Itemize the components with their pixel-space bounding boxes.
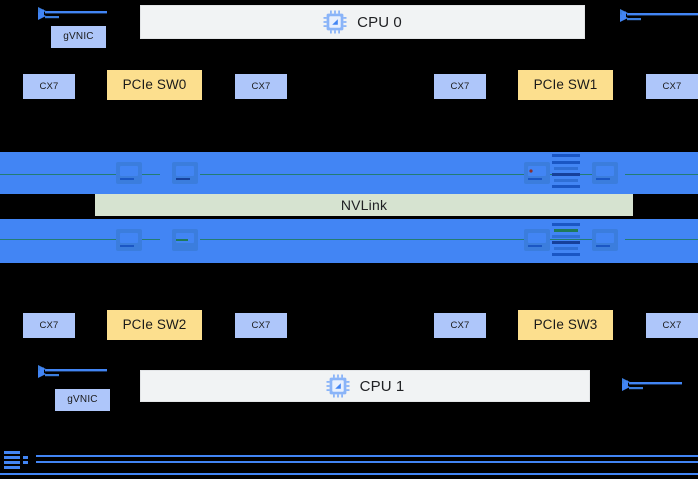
nic-link-icon <box>38 5 108 21</box>
gpu-band-upper <box>0 152 698 194</box>
cx7-box-0[interactable]: CX7 <box>23 74 75 99</box>
gvnic-label-top: gVNIC <box>63 31 94 42</box>
network-fabric-line-2 <box>36 461 698 463</box>
cx7-box-3[interactable]: CX7 <box>646 74 698 99</box>
pcie-sw1-box[interactable]: PCIe SW1 <box>518 70 613 100</box>
gvnic-label-bottom: gVNIC <box>67 394 98 405</box>
cpu0-box[interactable]: CPU 0 <box>140 5 585 39</box>
gpu-stack-icon <box>548 152 584 194</box>
pcie-sw0-label: PCIe SW0 <box>122 77 187 93</box>
network-fabric-line-3 <box>0 473 698 475</box>
cx7-label-1: CX7 <box>251 80 271 92</box>
gpu-icon-0 <box>112 156 146 190</box>
nic-link-icon-bottom-right <box>622 378 682 394</box>
cx7-label-5: CX7 <box>251 319 271 331</box>
cx7-label-2: CX7 <box>450 80 470 92</box>
gpu-icon-1 <box>168 156 202 190</box>
gvnic-box-top[interactable]: gVNIC <box>51 26 106 48</box>
cpu0-label: CPU 0 <box>357 13 402 31</box>
gpu-icon-4 <box>112 225 146 259</box>
cx7-label-3: CX7 <box>662 80 682 92</box>
cx7-label-0: CX7 <box>39 80 59 92</box>
cx7-label-6: CX7 <box>450 319 470 331</box>
cx7-box-5[interactable]: CX7 <box>235 313 287 338</box>
pcie-sw3-box[interactable]: PCIe SW3 <box>518 310 613 340</box>
nvlink-bar[interactable]: NVLink <box>95 194 633 216</box>
pcie-sw2-box[interactable]: PCIe SW2 <box>107 310 202 340</box>
cx7-box-1[interactable]: CX7 <box>235 74 287 99</box>
gpu-icon-3 <box>588 156 622 190</box>
nic-link-icon-top-right <box>620 8 698 24</box>
pcie-sw3-label: PCIe SW3 <box>533 317 598 333</box>
cx7-box-2[interactable]: CX7 <box>434 74 486 99</box>
chip-icon-cpu1 <box>326 374 350 398</box>
cx7-label-7: CX7 <box>662 319 682 331</box>
network-icon <box>2 449 36 475</box>
gpu-icon-2 <box>520 156 554 190</box>
cx7-box-6[interactable]: CX7 <box>434 313 486 338</box>
gpu-icon-5 <box>168 225 202 259</box>
gpu-stack-icon-lower <box>548 221 584 263</box>
gpu-icon-6 <box>520 225 554 259</box>
nvlink-label: NVLink <box>340 197 388 213</box>
cpu1-label: CPU 1 <box>359 377 405 395</box>
cx7-box-7[interactable]: CX7 <box>646 313 698 338</box>
cpu1-box[interactable]: CPU 1 <box>140 370 590 402</box>
pcie-sw1-label: PCIe SW1 <box>533 77 598 93</box>
cx7-label-4: CX7 <box>39 319 59 331</box>
cx7-box-4[interactable]: CX7 <box>23 313 75 338</box>
gpu-band-lower <box>0 219 698 263</box>
chip-icon <box>323 10 347 34</box>
gpu-icon-7 <box>588 225 622 259</box>
pcie-sw0-box[interactable]: PCIe SW0 <box>107 70 202 100</box>
gvnic-box-bottom[interactable]: gVNIC <box>55 389 110 411</box>
network-fabric-line-1 <box>36 455 698 457</box>
nic-link-icon-bottom <box>38 365 108 381</box>
pcie-sw2-label: PCIe SW2 <box>122 317 187 333</box>
